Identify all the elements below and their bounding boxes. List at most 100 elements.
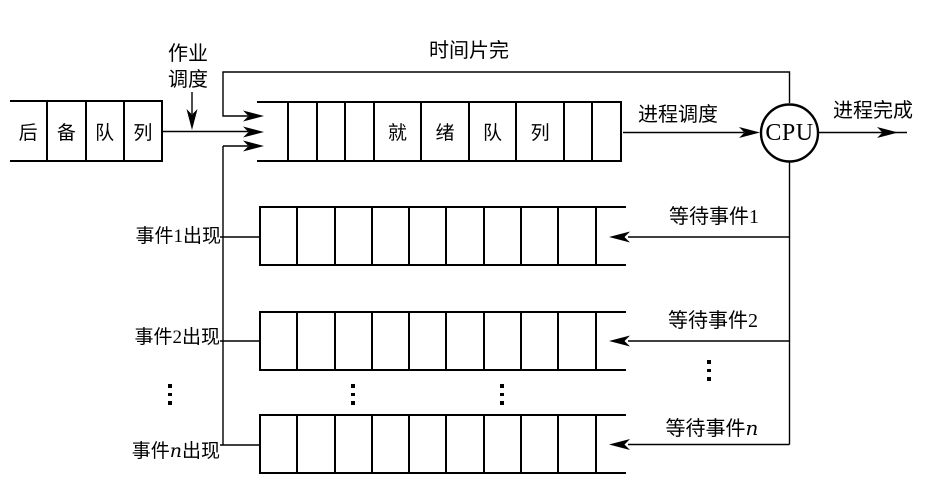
wait-queue-cell	[410, 313, 448, 369]
arrowhead-waitn	[609, 439, 630, 450]
dot	[168, 401, 172, 405]
ready-queue-cell	[287, 103, 316, 160]
eventn-occurs-var: n	[169, 440, 182, 462]
arrowhead-job-scheduling	[186, 109, 198, 130]
arrowhead-wait2	[609, 335, 630, 347]
wait-queue-cell	[447, 313, 485, 369]
dot	[707, 368, 711, 372]
wait-queue-n	[259, 414, 626, 474]
wait-queue-cell	[522, 208, 560, 264]
time-slice-done-label: 时间片完	[429, 40, 509, 62]
wait-queue-cell	[373, 416, 411, 472]
ready-queue-cell: 列	[515, 103, 563, 160]
ready-queue-cell: 绪	[420, 103, 468, 160]
eventn-occurs-label: 事件n出现	[114, 441, 220, 462]
wait-queue-cell	[447, 208, 485, 264]
backup-queue-cell: 列	[122, 102, 161, 160]
arrowhead-wait1	[609, 231, 630, 243]
process-scheduling-label: 进程调度	[638, 104, 718, 126]
arrowhead-to-cpu	[739, 127, 760, 138]
wait-queue-cell	[559, 313, 597, 369]
backup-queue: 后 备 队 列	[10, 100, 163, 162]
wait-queue-cell	[373, 208, 411, 264]
wait-queue-cell	[410, 416, 448, 472]
wait-queue-open-end	[597, 208, 626, 264]
wait-queue-cell	[559, 416, 597, 472]
arrowhead-ready-bottom	[243, 140, 264, 152]
backup-queue-cell: 后	[18, 122, 38, 144]
wait-queue-cell	[485, 313, 523, 369]
arrowhead-process-done	[877, 127, 898, 138]
wait-queue-cell	[559, 208, 597, 264]
ready-queue-cell: 就	[372, 103, 421, 160]
wait-queue-cell	[336, 416, 373, 472]
arrowhead-ready-mid	[243, 126, 264, 138]
wait-queue-cell	[298, 416, 336, 472]
arrowhead-ready-top	[243, 110, 264, 122]
wait-eventn-var: n	[745, 416, 759, 440]
wait-queue-2	[259, 311, 626, 371]
wait-queue-cell	[261, 313, 299, 369]
dot	[500, 401, 504, 405]
ready-queue-cell	[315, 103, 345, 160]
wait-queue-cell	[298, 208, 336, 264]
ready-queue-cell	[591, 103, 620, 160]
event2-occurs-text: 事件2出现	[134, 327, 220, 348]
dot	[351, 384, 355, 388]
event1-occurs-text: 事件1出现	[135, 226, 221, 247]
ready-queue-cell	[562, 103, 592, 160]
ready-queue-open-end	[257, 103, 287, 160]
wait-queue-cell	[410, 208, 448, 264]
cpu-circle	[759, 103, 820, 163]
backup-queue-cell: 队	[84, 102, 123, 160]
event2-occurs-label: 事件2出现	[114, 327, 220, 348]
dot	[500, 392, 504, 396]
ready-queue: 就 绪 队 列	[257, 101, 622, 162]
job-scheduling-label: 作业 调度	[156, 41, 220, 93]
wait-eventn-text: 等待事件	[665, 418, 746, 440]
wait-queue-cell	[485, 416, 523, 472]
backup-queue-cell: 备	[46, 102, 84, 160]
wait-queue-cell	[261, 416, 299, 472]
vertical-ellipsis-right	[707, 360, 711, 381]
wait-queue-cell	[485, 208, 523, 264]
arrowheads	[186, 109, 898, 450]
ready-queue-cell	[344, 103, 373, 160]
wait-queue-cell	[298, 313, 336, 369]
wait-event1-text: 等待事件1	[669, 206, 759, 228]
wait-queue-cell	[336, 208, 373, 264]
dot	[168, 392, 172, 396]
wait-queue-cell	[447, 416, 485, 472]
wait-queue-cell	[373, 313, 411, 369]
dot	[168, 384, 172, 388]
event1-occurs-label: 事件1出现	[115, 226, 221, 247]
wait-queue-open-end	[597, 416, 626, 472]
eventn-occurs-suffix: 出现	[181, 441, 220, 462]
wait-eventn-label: 等待事件n	[662, 418, 762, 439]
wait-queue-cell	[261, 208, 299, 264]
wait-queue-open-end	[597, 313, 626, 369]
wait-queue-cell	[522, 416, 560, 472]
wait-queue-cell	[522, 313, 560, 369]
vertical-ellipsis-queues-2	[500, 384, 504, 405]
job-scheduling-label-line2: 调度	[168, 69, 208, 91]
eventn-occurs-text: 事件	[131, 441, 170, 462]
vertical-ellipsis-left	[168, 384, 172, 405]
dot	[351, 392, 355, 396]
vertical-ellipsis-queues-1	[351, 384, 355, 405]
dot	[500, 384, 504, 388]
dot	[707, 360, 711, 364]
process-done-label: 进程完成	[833, 100, 913, 122]
wait-event1-label: 等待事件1	[664, 206, 764, 227]
ready-queue-cell: 队	[467, 103, 516, 160]
wait-queue-1	[259, 206, 626, 266]
job-scheduling-label-line1: 作业	[168, 43, 208, 65]
wait-event2-label: 等待事件2	[663, 310, 763, 331]
dot	[351, 401, 355, 405]
wait-queue-cell	[336, 313, 373, 369]
wait-event2-text: 等待事件2	[668, 310, 758, 332]
dot	[707, 377, 711, 381]
cpu-label: CPU	[765, 120, 814, 146]
